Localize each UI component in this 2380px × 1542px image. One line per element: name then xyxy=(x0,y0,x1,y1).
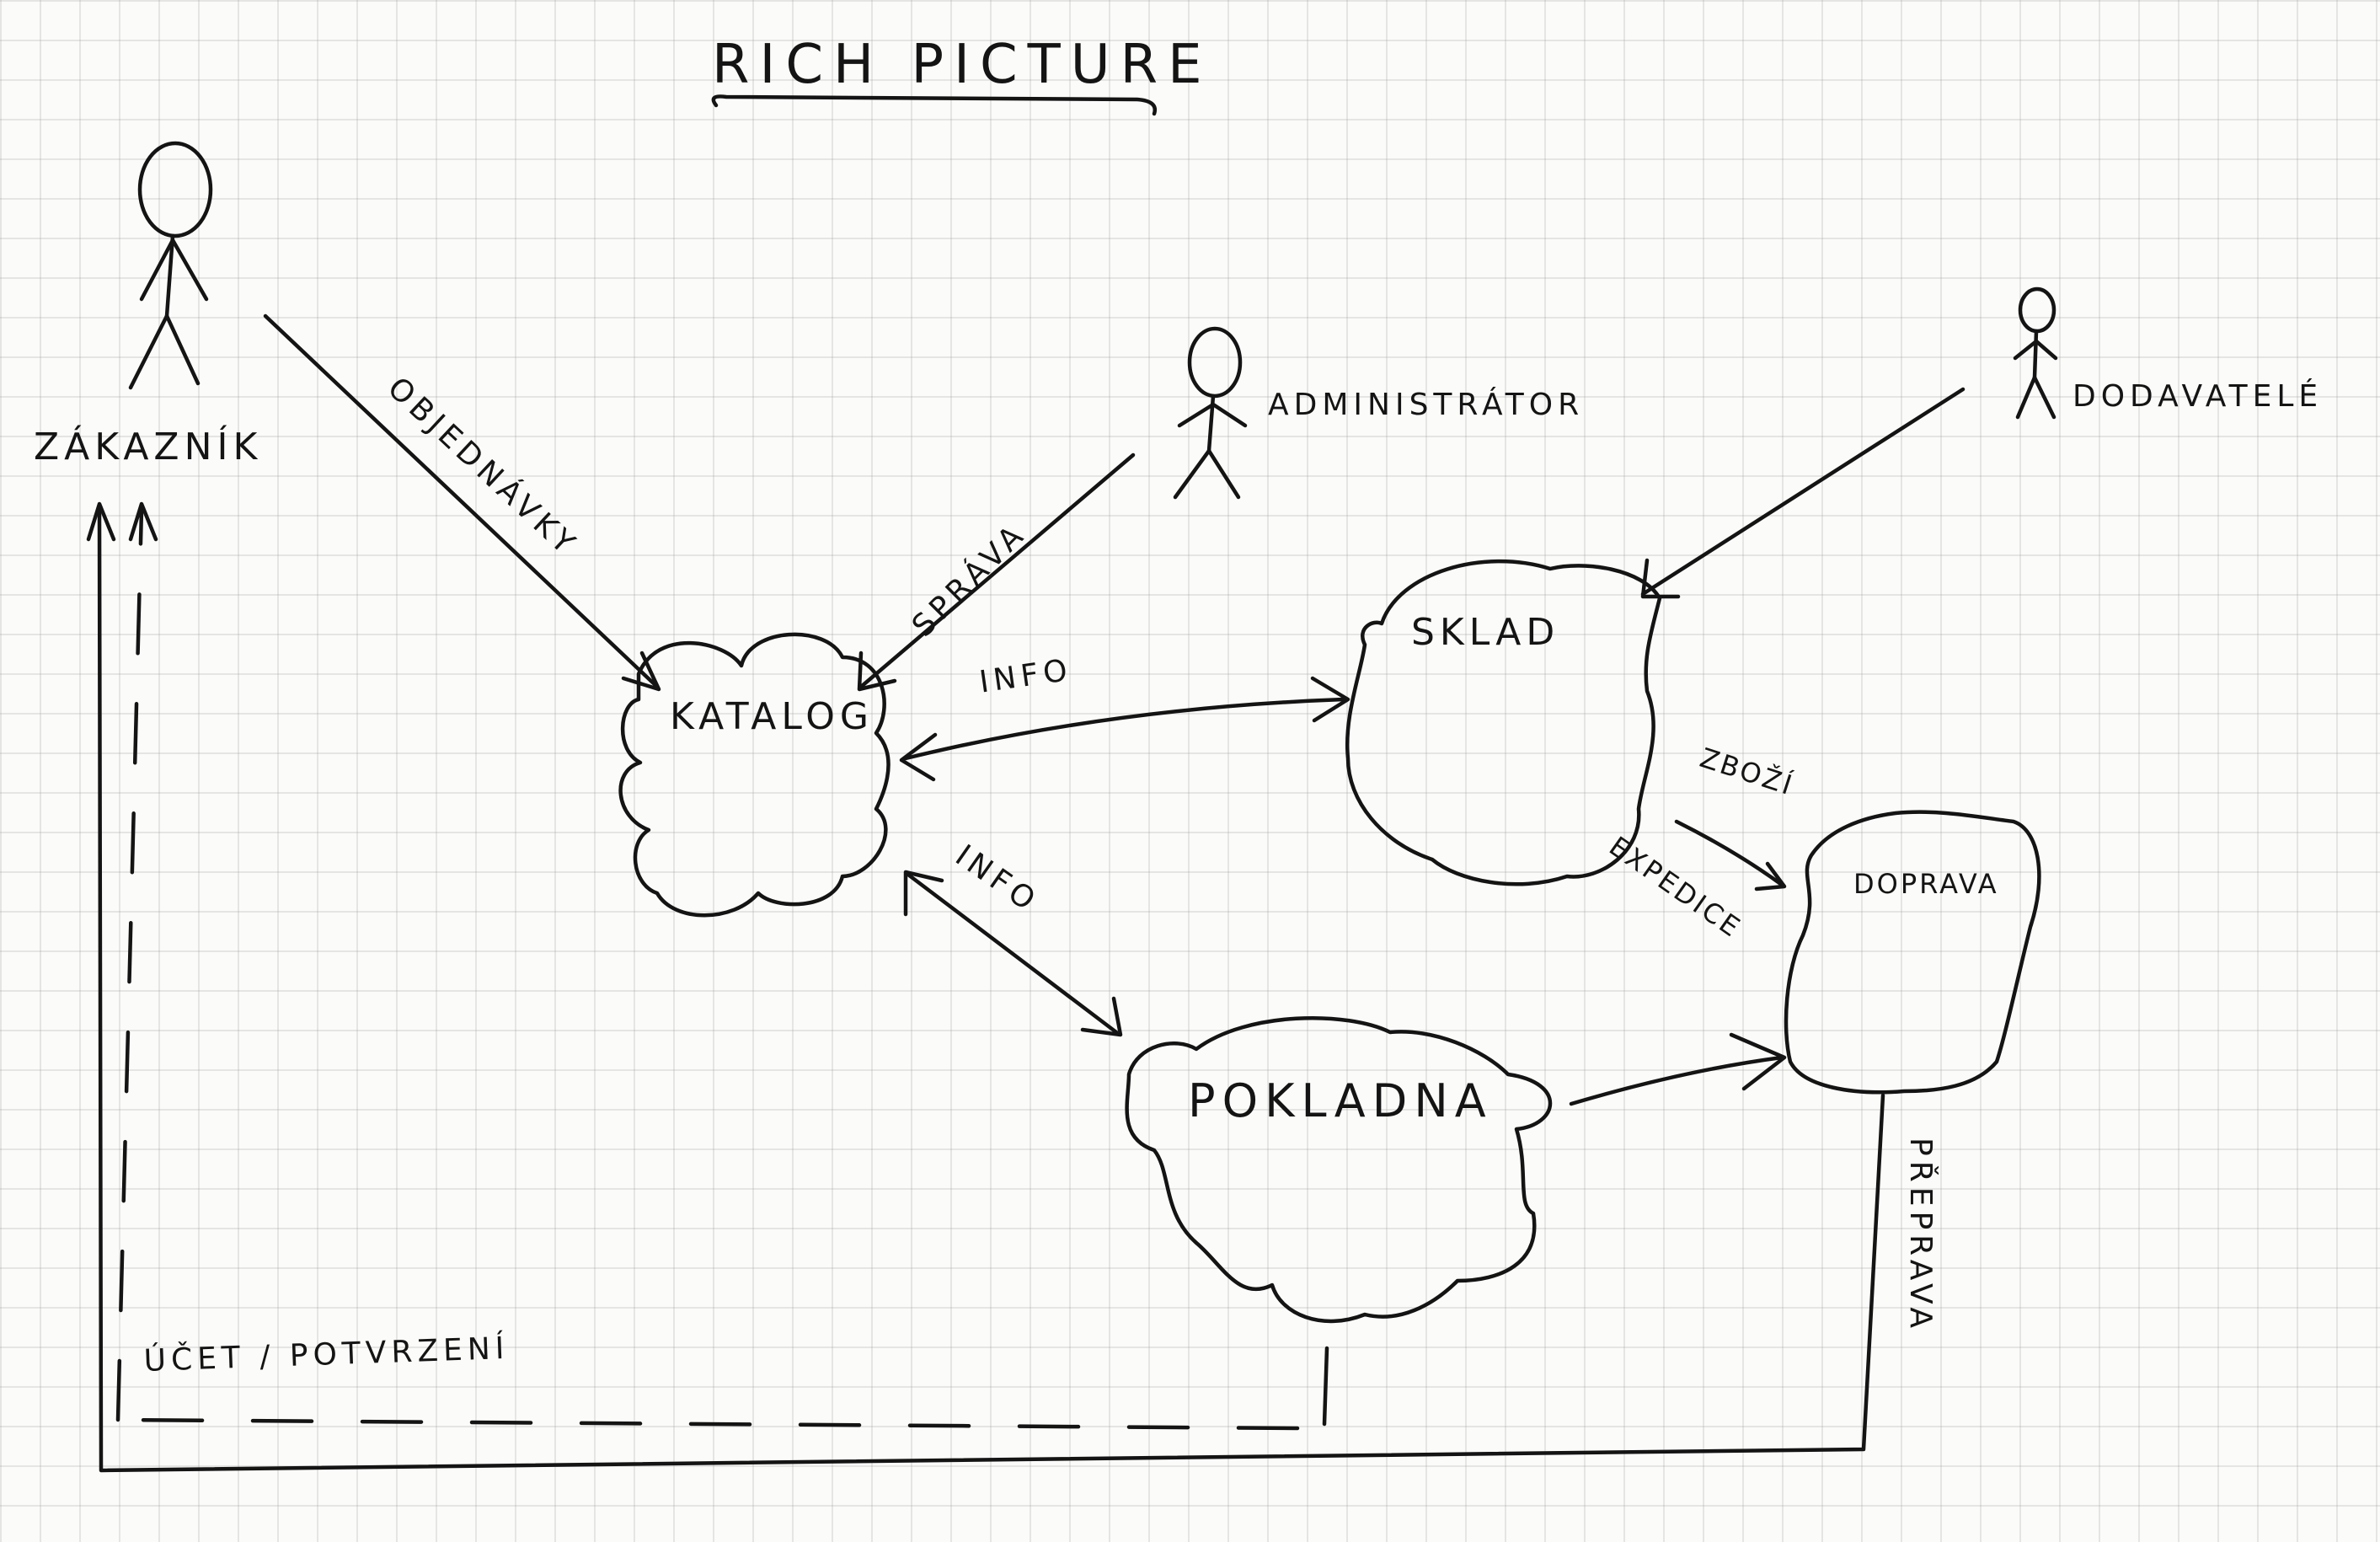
actor-administrator-label: ADMINISTRÁTOR xyxy=(1268,388,1585,422)
process-shipping-label: DOPRAVA xyxy=(1853,868,1999,900)
dispatch-arrow xyxy=(1674,819,1787,891)
actor-suppliers-label: DODAVATELÉ xyxy=(2072,379,2324,414)
transport-return-line xyxy=(86,501,1885,1473)
flow-transport-label: PŘEPRAVA xyxy=(1903,1138,1938,1334)
page-title: RICH PICTURE xyxy=(712,34,1212,96)
info-arrow-catalog-warehouse xyxy=(899,676,1350,782)
suppliers-figure-icon xyxy=(2013,286,2058,420)
shipping-cloud xyxy=(1784,810,2041,1095)
warehouse-cloud xyxy=(1345,559,1662,886)
title-underline xyxy=(711,94,1158,116)
catalog-cloud xyxy=(618,632,890,918)
actor-customer-label: ZÁKAZNÍK xyxy=(34,426,263,468)
process-checkout-label: POKLADNA xyxy=(1188,1074,1493,1127)
customer-figure-icon xyxy=(128,141,213,390)
orders-arrow xyxy=(263,313,661,692)
checkout-cloud xyxy=(1125,1015,1553,1324)
checkout-to-shipping-arrow xyxy=(1569,1032,1787,1106)
process-warehouse-label: SKLAD xyxy=(1411,611,1560,654)
administrator-figure-icon xyxy=(1173,326,1248,500)
management-arrow xyxy=(857,452,1136,692)
process-catalog-label: KATALOG xyxy=(670,695,874,738)
info-arrow-catalog-checkout xyxy=(903,870,1123,1037)
account-confirmation-dashed-line xyxy=(115,501,1329,1431)
suppliers-arrow xyxy=(1640,387,1966,599)
